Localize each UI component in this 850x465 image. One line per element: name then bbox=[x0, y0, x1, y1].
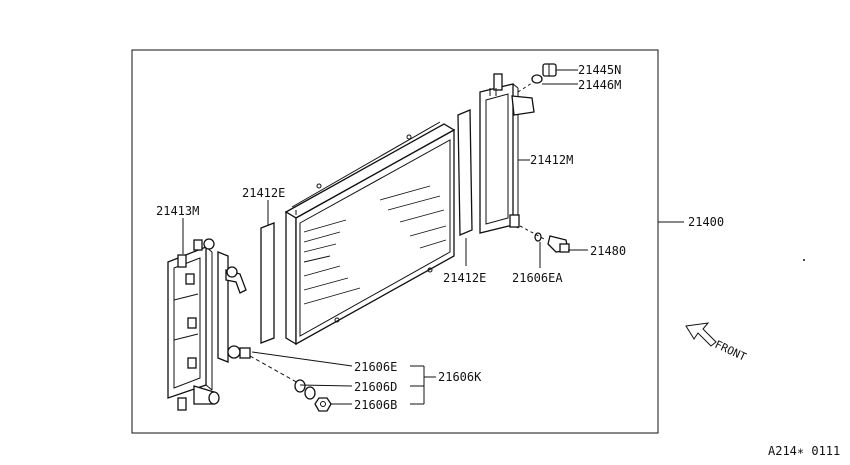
label-21400: 21400 bbox=[688, 215, 724, 229]
label-21606D: 21606D bbox=[354, 380, 397, 394]
left-seal-strip bbox=[260, 222, 275, 344]
right-seal-strip bbox=[457, 109, 473, 236]
front-arrow-icon bbox=[685, 322, 717, 347]
front-label: FRONT bbox=[713, 338, 749, 364]
label-21412E-left: 21412E bbox=[242, 186, 285, 200]
washer-21606D bbox=[304, 386, 316, 400]
drain-cock bbox=[534, 232, 570, 253]
label-21480: 21480 bbox=[590, 244, 626, 258]
label-21606K: 21606K bbox=[438, 370, 482, 384]
label-21412M: 21412M bbox=[530, 153, 573, 167]
label-21445N: 21445N bbox=[578, 63, 621, 77]
figure-code: A214∗ 0111 bbox=[768, 444, 840, 458]
label-21446M: 21446M bbox=[578, 78, 621, 92]
label-21606EA: 21606EA bbox=[512, 271, 563, 285]
label-21606E: 21606E bbox=[354, 360, 397, 374]
washer-21606E bbox=[294, 379, 306, 393]
right-tank bbox=[479, 73, 535, 234]
radiator-core bbox=[284, 121, 456, 346]
label-21412E-right: 21412E bbox=[443, 271, 486, 285]
washer bbox=[531, 74, 543, 84]
stray-dot bbox=[803, 259, 805, 261]
assembly-frame bbox=[131, 49, 659, 434]
drain-cap bbox=[542, 63, 557, 77]
label-21413M: 21413M bbox=[156, 204, 199, 218]
oil-cooler bbox=[217, 251, 251, 363]
left-tank bbox=[167, 238, 220, 411]
nut-21606B bbox=[314, 397, 332, 412]
label-21606B: 21606B bbox=[354, 398, 397, 412]
